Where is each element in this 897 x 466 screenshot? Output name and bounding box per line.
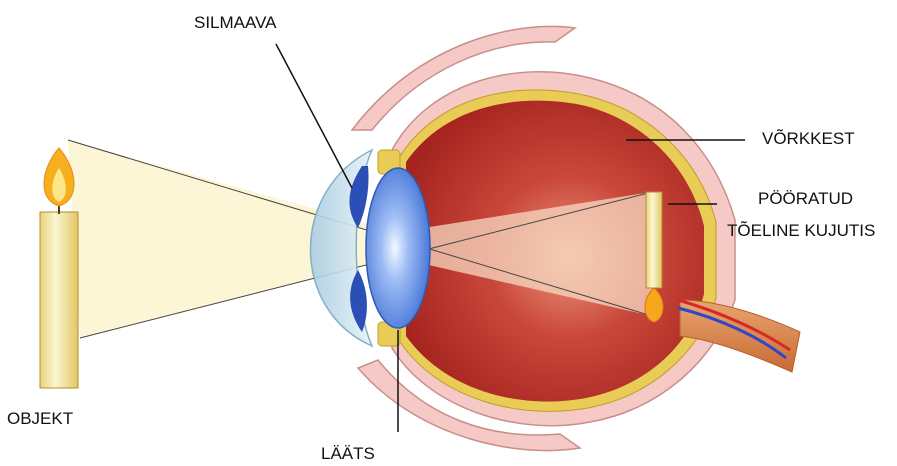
lens	[366, 168, 430, 328]
label-image-line1: PÖÖRATUD	[758, 187, 853, 211]
label-cornea: SILMAAVA	[194, 11, 277, 35]
label-object: OBJEKT	[7, 407, 73, 431]
label-retina: VÕRKKEST	[762, 127, 855, 151]
cornea-leader-line	[276, 44, 352, 188]
retina-image-candle	[646, 192, 662, 288]
candle-body	[40, 212, 78, 388]
label-image-line2: TÕELINE KUJUTIS	[727, 219, 875, 243]
label-lens: LÄÄTS	[321, 442, 375, 466]
